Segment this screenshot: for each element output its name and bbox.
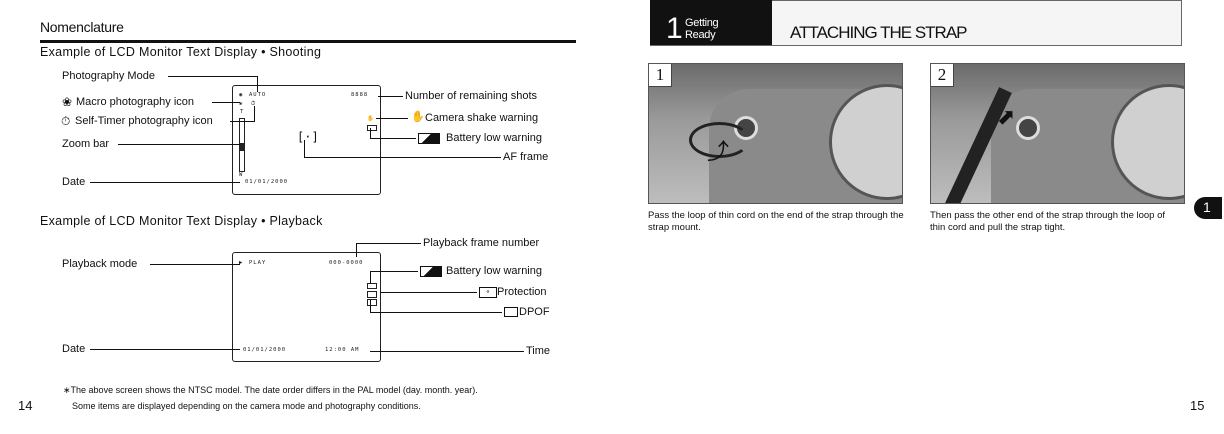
label-date-playback: Date [62, 343, 86, 355]
protection-key-icon: ⚬ [479, 287, 497, 298]
lcd-dpof-icon [367, 299, 377, 306]
leader-line [370, 271, 418, 272]
shake-hand-icon: ✋ [411, 111, 425, 123]
footnote-line-1: ∗The above screen shows the NTSC model. … [63, 385, 478, 395]
shooting-lcd-screen: ◉ AUTO 8888 ❀ ⏱ T W 01/01/2000 [·] ✋ [232, 85, 381, 195]
step1-number: 1 [649, 64, 672, 87]
label-date-shooting: Date [62, 176, 86, 188]
chapter-label-1: Getting [685, 17, 719, 29]
lcd-remaining-shots: 8888 [351, 92, 369, 98]
leader-line [370, 351, 524, 352]
label-protection: Protection [497, 286, 547, 298]
strap-mount-2 [1016, 116, 1040, 140]
leader-line [370, 138, 416, 139]
lcd-battery-icon [367, 125, 377, 131]
label-selftimer: Self-Timer photography icon [75, 115, 213, 127]
lcd-af-frame: [·] [297, 130, 319, 144]
lcd-mode-text: AUTO [249, 92, 267, 98]
page-number-right: 15 [1190, 398, 1205, 413]
chapter-side-tab [1194, 197, 1222, 219]
lcd-frame-number: 000-0000 [329, 260, 364, 266]
chapter-tab [650, 0, 772, 45]
battery-low-icon [418, 133, 440, 144]
lcd-battery-icon-playback [367, 283, 377, 289]
playback-section-title: Example of LCD Monitor Text Display • Pl… [40, 214, 323, 228]
label-remaining-shots: Number of remaining shots [405, 90, 538, 102]
macro-flower-icon: ❀ [62, 95, 73, 109]
step2-photo: 2 ⬈ [930, 63, 1185, 204]
lcd-zoom-bar [239, 118, 245, 172]
leader-line [168, 76, 258, 77]
leader-line [90, 182, 240, 183]
lcd-protect-icon [367, 291, 377, 298]
lcd-zoom-t: T [240, 109, 245, 115]
lcd-shake-icon: ✋ [367, 116, 375, 122]
leader-line [304, 140, 305, 157]
label-time: Time [526, 345, 551, 357]
leader-line [376, 118, 408, 119]
footnote-line-2: Some items are displayed depending on th… [72, 401, 421, 411]
chapter-label-2: Ready [685, 29, 716, 41]
nomenclature-heading: Nomenclature [40, 19, 124, 35]
leader-line [150, 264, 240, 265]
lcd-date: 01/01/2000 [245, 179, 289, 185]
shooting-section-title: Example of LCD Monitor Text Display • Sh… [40, 45, 322, 59]
lcd-zoom-w: W [239, 172, 244, 178]
leader-line [370, 128, 371, 139]
leader-line [254, 106, 255, 122]
leader-line [356, 243, 357, 257]
label-dpof: DPOF [519, 306, 550, 318]
battery-low-icon-playback [420, 266, 442, 277]
leader-line [304, 157, 501, 158]
lcd-selftimer-icon: ⏱ [251, 101, 257, 107]
leader-line [118, 144, 240, 145]
step1-text: Pass the loop of thin cord on the end of… [648, 210, 904, 233]
label-af-frame: AF frame [503, 151, 549, 163]
step2-number: 2 [931, 64, 954, 87]
arrow-up-icon: ⬈ [997, 104, 1016, 129]
step1-photo: 1 ⤴ [648, 63, 903, 204]
lcd-macro-icon: ❀ [239, 101, 244, 107]
side-tab-number: 1 [1203, 199, 1211, 215]
page-title: ATTACHING THE STRAP [790, 23, 968, 42]
leader-line [356, 243, 421, 244]
label-zoom-bar: Zoom bar [62, 138, 110, 150]
label-playback-mode: Playback mode [62, 258, 138, 270]
lcd-camera-icon: ◉ [239, 92, 244, 98]
selftimer-icon: ⏱ [61, 114, 71, 128]
leader-line [230, 121, 254, 122]
leader-line [90, 349, 240, 350]
label-battery-playback: Battery low warning [446, 265, 542, 277]
heading-rule [40, 40, 576, 43]
leader-line [380, 292, 477, 293]
lcd-date-playback: 01/01/2000 [243, 347, 287, 353]
step2-text: Then pass the other end of the strap thr… [930, 210, 1166, 233]
lcd-time: 12:00 AM [325, 347, 360, 353]
label-camera-shake: Camera shake warning [425, 112, 539, 124]
leader-line [370, 312, 502, 313]
leader-line [378, 96, 403, 97]
page-number-left: 14 [18, 398, 33, 413]
label-battery-shooting: Battery low warning [446, 132, 542, 144]
label-photography-mode: Photography Mode [62, 70, 155, 82]
arrow-icon: ⤴ [707, 139, 730, 164]
leader-line [370, 300, 371, 312]
leader-line [257, 76, 258, 92]
strap-cord [689, 122, 750, 158]
dpof-printer-icon [504, 307, 518, 317]
leader-line [212, 102, 240, 103]
label-playback-frame: Playback frame number [423, 237, 540, 249]
label-macro: Macro photography icon [76, 96, 195, 108]
chapter-number: 1 [666, 12, 683, 45]
lcd-play-icon: ▶ [239, 260, 244, 266]
playback-lcd-screen: ▶ PLAY 000-0000 01/01/2000 12:00 AM [232, 252, 381, 362]
lcd-play-text: PLAY [249, 260, 267, 266]
leader-line [370, 271, 371, 283]
